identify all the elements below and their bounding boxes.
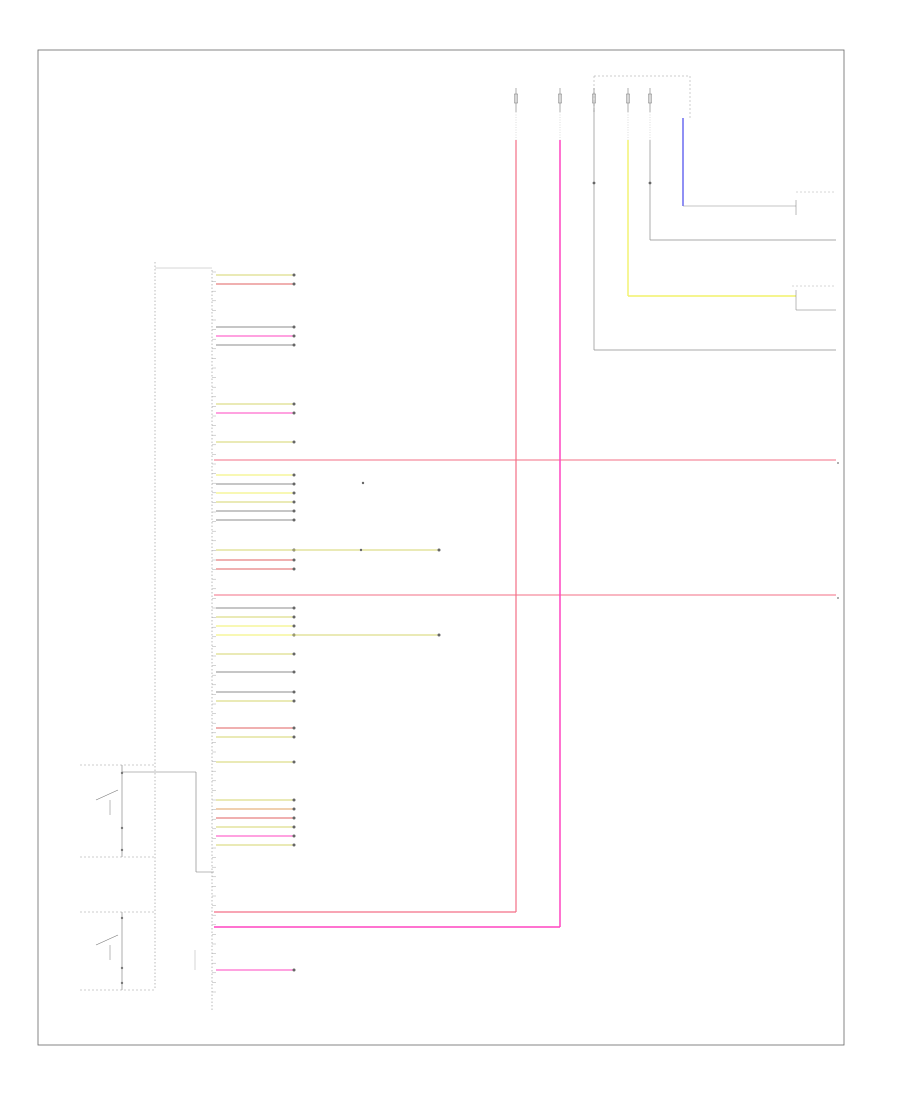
fuse	[626, 93, 630, 104]
fuse-box	[514, 75, 691, 185]
fuse-feed-gray	[593, 110, 836, 351]
connector-dot	[292, 615, 296, 619]
connector-dot	[292, 670, 296, 674]
connector-dot	[292, 402, 296, 406]
connector-dot	[292, 567, 296, 571]
fuse	[592, 93, 596, 104]
fuse-feed-pink	[214, 140, 561, 928]
connector-dot	[437, 548, 441, 552]
connector-dot	[292, 825, 296, 829]
switch-module-upper	[80, 764, 214, 873]
connector-dot	[292, 482, 296, 486]
connector-dot	[292, 509, 296, 513]
switch-module-lower	[80, 911, 155, 991]
connector-dot	[292, 500, 296, 504]
connector-dot	[292, 411, 296, 415]
splice-dot	[359, 548, 363, 552]
connector-dot	[292, 325, 296, 329]
connector-dot	[292, 491, 296, 495]
connector-dot	[292, 843, 296, 847]
fuse-feed-gray-2	[649, 140, 836, 241]
fuse	[558, 93, 562, 104]
connector-dot	[292, 968, 296, 972]
module-output-wires	[216, 273, 441, 972]
long-feed-wires	[214, 459, 839, 599]
splice-dot	[361, 481, 365, 485]
fuse-feed-red	[214, 140, 517, 913]
connector-dot	[292, 334, 296, 338]
connector-dot	[292, 606, 296, 610]
right-component-1	[795, 191, 836, 215]
connector-dot	[292, 518, 296, 522]
connector-dot	[292, 652, 296, 656]
connector-dot	[292, 760, 296, 764]
connector-dot	[292, 699, 296, 703]
connector-dot	[292, 343, 296, 347]
fuse-feed-yellow	[627, 140, 796, 297]
diagram-frame	[37, 49, 845, 1046]
fuse	[514, 93, 518, 104]
connector-dot	[292, 798, 296, 802]
splice-dot	[592, 181, 596, 185]
connector-dot	[292, 273, 296, 277]
connector-dot	[292, 735, 296, 739]
right-component-2	[792, 285, 836, 311]
connector-dot	[292, 816, 296, 820]
connector-dot	[292, 807, 296, 811]
connector-dot	[292, 624, 296, 628]
control-module	[154, 262, 213, 1012]
connector-dot	[292, 726, 296, 730]
connector-dot	[292, 473, 296, 477]
connector-dot	[292, 282, 296, 286]
module-pin-stubs	[212, 271, 216, 993]
connector-dot	[292, 440, 296, 444]
connector-dot	[292, 558, 296, 562]
splice-dot	[648, 181, 652, 185]
connector-dot	[437, 633, 441, 637]
connector-dot	[292, 690, 296, 694]
connector-dot	[292, 834, 296, 838]
fuse	[648, 93, 652, 104]
fuse-feed-blue	[682, 118, 796, 207]
